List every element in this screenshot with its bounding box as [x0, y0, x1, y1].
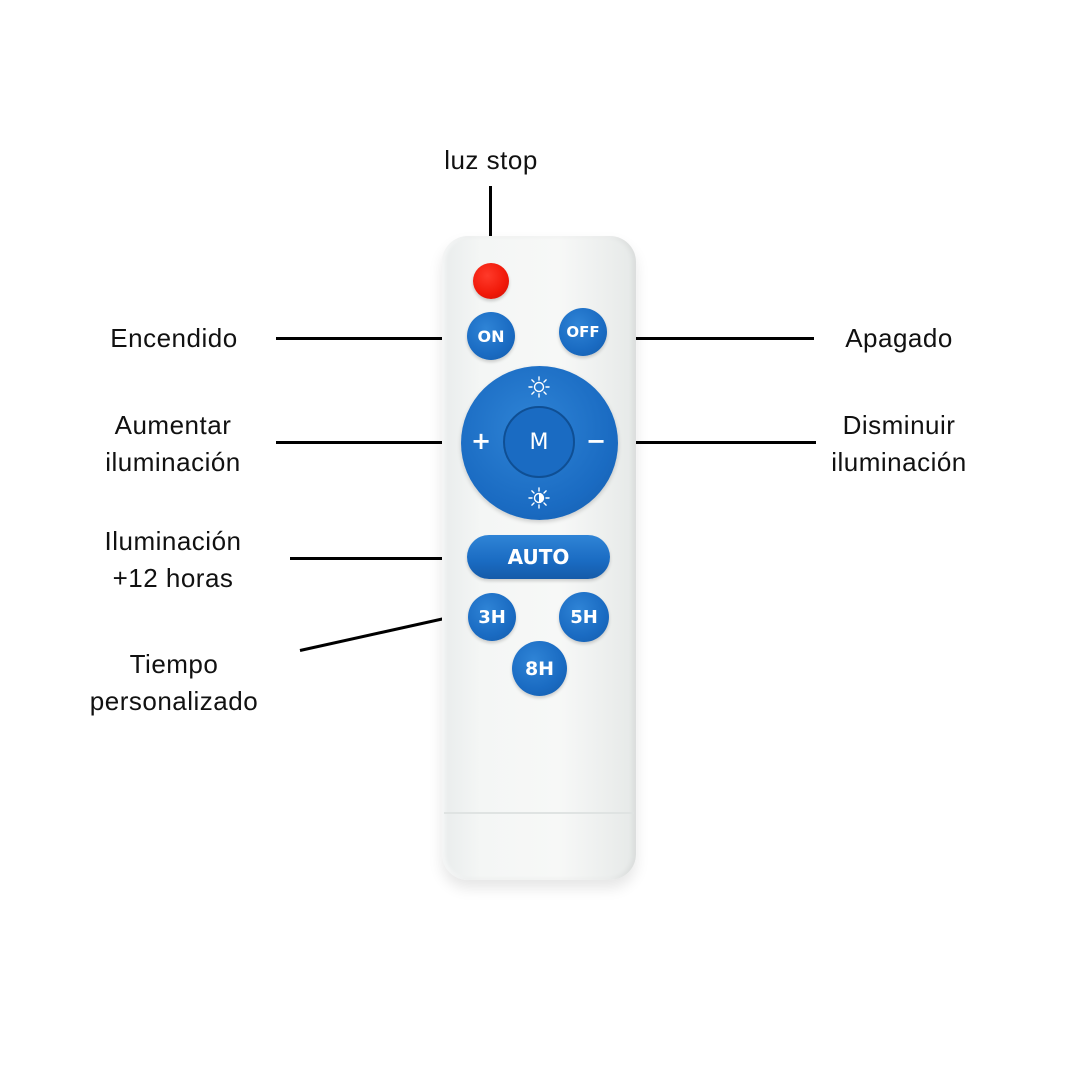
label-aumentar-line1: Aumentar: [114, 410, 232, 440]
leader-line-auto: [290, 557, 480, 560]
label-aumentar-line2: iluminación: [105, 447, 241, 477]
remote-battery-seam: [444, 812, 634, 814]
label-disminuir-line2: iluminación: [831, 447, 967, 477]
label-apagado: Apagado: [845, 323, 953, 353]
label-disminuir-line1: Disminuir: [842, 410, 956, 440]
label-auto: Iluminación +12 horas: [62, 523, 284, 597]
timer-3h-button[interactable]: 3H: [468, 593, 516, 641]
label-disminuir: Disminuir iluminación: [794, 407, 1004, 481]
timer-5h-button[interactable]: 5H: [559, 592, 609, 642]
sun-dim-icon: [524, 485, 554, 511]
off-button[interactable]: OFF: [559, 308, 607, 356]
auto-button[interactable]: AUTO: [467, 535, 610, 579]
label-luz-stop: luz stop: [444, 145, 538, 175]
on-button[interactable]: ON: [467, 312, 515, 360]
stop-light-button[interactable]: [473, 263, 509, 299]
label-tiempo-line2: personalizado: [89, 686, 259, 716]
mode-button[interactable]: M: [503, 406, 575, 478]
label-tiempo-line1: Tiempo: [129, 649, 219, 679]
timer-8h-button[interactable]: 8H: [512, 641, 567, 696]
label-auto-line1: Iluminación: [104, 526, 242, 556]
label-auto-line2: +12 horas: [112, 563, 234, 593]
leader-line-encendido: [276, 337, 470, 340]
leader-line-aumentar: [276, 441, 470, 444]
label-aumentar: Aumentar iluminación: [68, 407, 278, 481]
leader-line-luz-stop: [489, 186, 492, 262]
minus-glyph[interactable]: −: [585, 427, 607, 455]
sun-bright-icon: [524, 374, 554, 400]
label-tiempo: Tiempo personalizado: [56, 646, 292, 720]
plus-glyph[interactable]: +: [470, 427, 492, 455]
leader-line-disminuir: [606, 441, 816, 444]
leader-line-apagado: [627, 337, 814, 340]
label-encendido: Encendido: [110, 323, 238, 353]
